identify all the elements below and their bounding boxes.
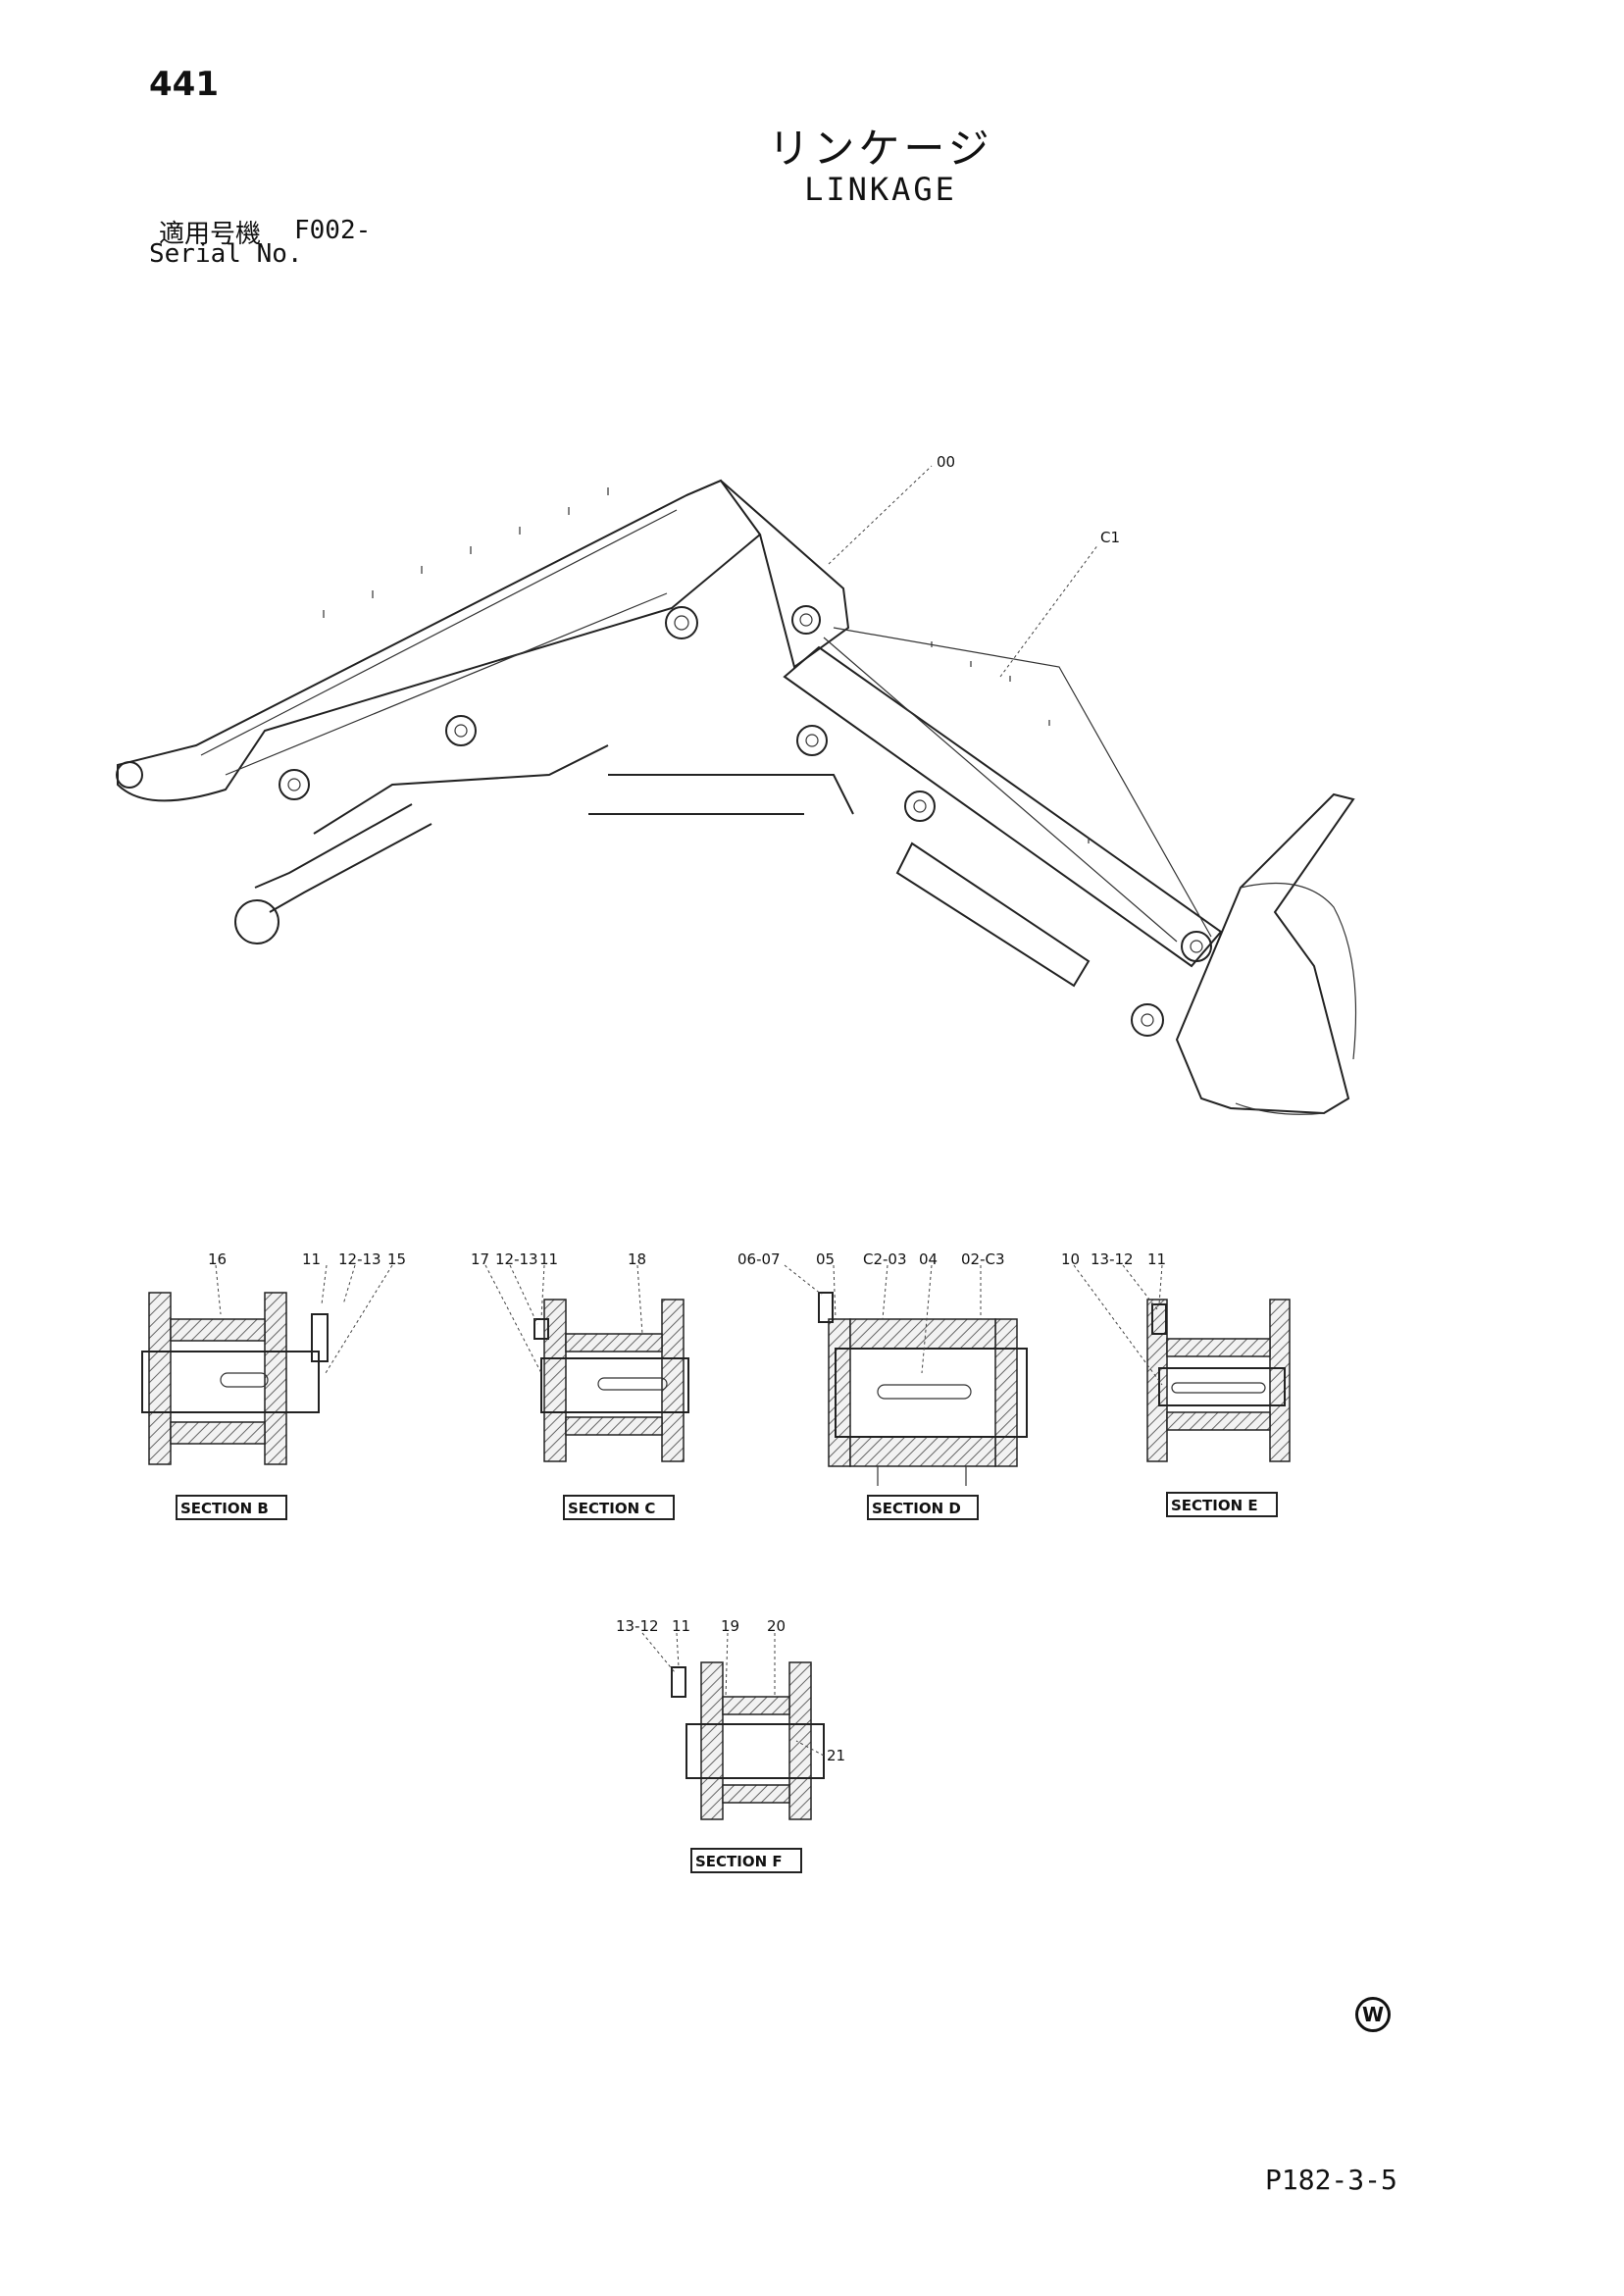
serial-value: F002- (294, 216, 372, 245)
callout-label: 02-C3 (961, 1250, 1005, 1268)
boom-arm (117, 479, 762, 802)
section-c-drawing (484, 1264, 689, 1520)
callout-label: 11 (302, 1250, 321, 1268)
callout-label: 13-12 (616, 1617, 659, 1635)
arm-link (783, 645, 1223, 968)
serial-label-japanese: 適用号機 (159, 220, 262, 249)
callout-label: 11 (539, 1250, 558, 1268)
serial-label: Serial No. (149, 239, 303, 269)
section-label: SECTION F (695, 1853, 783, 1870)
section-d-drawing (784, 1264, 1028, 1520)
hydraulic-cylinder (254, 803, 413, 889)
callout-label: 04 (919, 1250, 938, 1268)
document-code: P182-3-5 (1265, 2164, 1397, 2196)
callout-label: C2-03 (863, 1250, 907, 1268)
boom-bracket (685, 479, 850, 669)
section-label: SECTION C (568, 1500, 655, 1517)
manufacturer-mark-icon: W (1355, 1997, 1391, 2032)
callout-label: 15 (387, 1250, 406, 1268)
page-title: LINKAGE (804, 171, 957, 208)
section-f-drawing (641, 1632, 825, 1873)
section-label: SECTION E (1171, 1497, 1258, 1514)
page-title-japanese: リンケージ (768, 125, 993, 173)
callout-label: 17 (471, 1250, 489, 1268)
callout-label: 18 (628, 1250, 646, 1268)
callout-label: 13-12 (1091, 1250, 1134, 1268)
section-e-drawing (1073, 1264, 1291, 1517)
callout-label: 11 (1147, 1250, 1166, 1268)
callout-label: 00 (937, 453, 955, 471)
callout-label: 12-13 (338, 1250, 381, 1268)
callout-label: 21 (827, 1747, 845, 1764)
page-number: 441 (149, 65, 219, 104)
callout-label: 12-13 (495, 1250, 538, 1268)
callout-label: C1 (1100, 529, 1120, 546)
section-b-drawing (141, 1264, 393, 1520)
callout-label: 20 (767, 1617, 786, 1635)
callout-label: 06-07 (737, 1250, 781, 1268)
callout-label: 16 (208, 1250, 227, 1268)
section-label: SECTION D (872, 1500, 961, 1517)
callout-label: 05 (816, 1250, 835, 1268)
bucket (1175, 792, 1355, 1115)
callout-label: 11 (672, 1617, 690, 1635)
callout-label: 10 (1061, 1250, 1080, 1268)
callout-label: 19 (721, 1617, 739, 1635)
linkage-assembly-drawing (116, 465, 1357, 1115)
section-label: SECTION B (180, 1500, 269, 1517)
